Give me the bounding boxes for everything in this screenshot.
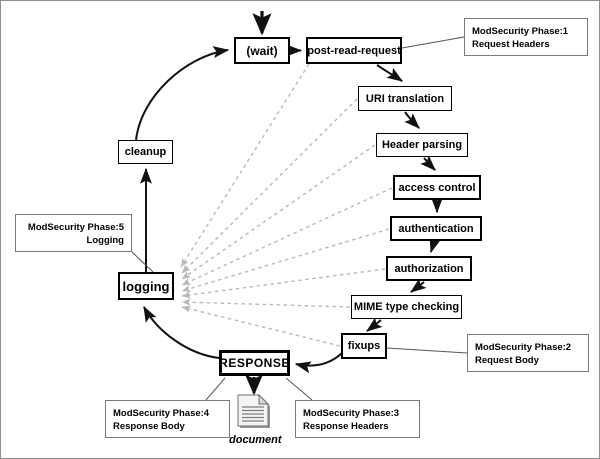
connector-mime-to-fixups: [366, 317, 383, 332]
annotation-phase4-line1: ModSecurity Phase:4: [113, 408, 210, 419]
node-logging[interactable]: logging: [118, 272, 174, 300]
annotation-phase5-line1: ModSecurity Phase:5: [27, 222, 124, 233]
annotation-modsecurity-phase-1: ModSecurity Phase:1 Request Headers: [464, 18, 588, 56]
annotation-phase3-line1: ModSecurity Phase:3: [303, 408, 400, 419]
connector-post-read-to-uri: [376, 64, 403, 82]
connector-cleanup-to-wait: [135, 46, 230, 141]
connector-fixups-to-response: [294, 352, 343, 374]
connector-authn-to-authz: [429, 236, 441, 254]
document-node: document: [229, 394, 282, 446]
annotation-phase2-line2: Request Body: [475, 355, 539, 366]
node-cleanup-label: cleanup: [124, 146, 167, 158]
annotation-modsecurity-phase-3: ModSecurity Phase:3 Response Headers: [295, 400, 420, 438]
annotation-phase2-line1: ModSecurity Phase:2: [475, 342, 572, 353]
annotation-phase4-line2: Response Body: [113, 421, 185, 432]
node-authentication[interactable]: authentication: [390, 216, 482, 241]
annotation-phase3-line2: Response Headers: [303, 421, 389, 432]
node-mime-label: MIME type checking: [353, 301, 460, 313]
annotation-modsecurity-phase-2: ModSecurity Phase:2 Request Body: [467, 334, 589, 372]
node-access-label: access control: [398, 181, 476, 194]
node-access-control[interactable]: access control: [393, 175, 481, 200]
node-post-read-request[interactable]: post-read-request: [306, 37, 402, 64]
node-authn-label: authentication: [398, 222, 474, 235]
connector-uri-to-header: [404, 111, 420, 129]
node-header-parsing[interactable]: Header parsing: [376, 133, 468, 157]
connector-response-to-logging: [143, 305, 220, 359]
document-caption: document: [229, 434, 282, 446]
connector-header-to-access: [420, 155, 436, 171]
node-uri-translation[interactable]: URI translation: [358, 86, 452, 111]
annotation-phase5-line2: Logging: [86, 235, 124, 246]
node-header-label: Header parsing: [381, 139, 463, 151]
node-response-label: RESPONSE: [219, 356, 290, 370]
node-mime-type-checking[interactable]: MIME type checking: [351, 295, 462, 319]
annotation-phase1-line1: ModSecurity Phase:1: [472, 26, 569, 37]
node-response[interactable]: RESPONSE: [219, 350, 290, 376]
node-cleanup[interactable]: cleanup: [118, 140, 173, 164]
node-post-read-label: post-read-request: [307, 44, 401, 57]
node-wait[interactable]: (wait): [234, 37, 290, 64]
node-wait-label: (wait): [246, 43, 278, 58]
annotation-phase1-line2: Request Headers: [472, 39, 550, 50]
node-fixups[interactable]: fixups: [341, 333, 387, 359]
node-logging-label: logging: [122, 278, 170, 294]
node-uri-label: URI translation: [365, 92, 445, 105]
document-icon: [237, 394, 271, 428]
node-authz-label: authorization: [394, 262, 464, 275]
annotation-modsecurity-phase-5: ModSecurity Phase:5 Logging: [15, 214, 132, 252]
node-fixups-label: fixups: [347, 340, 381, 352]
node-authorization[interactable]: authorization: [386, 256, 472, 281]
annotation-modsecurity-phase-4: ModSecurity Phase:4 Response Body: [105, 400, 230, 438]
connector-authz-to-mime: [410, 278, 427, 293]
